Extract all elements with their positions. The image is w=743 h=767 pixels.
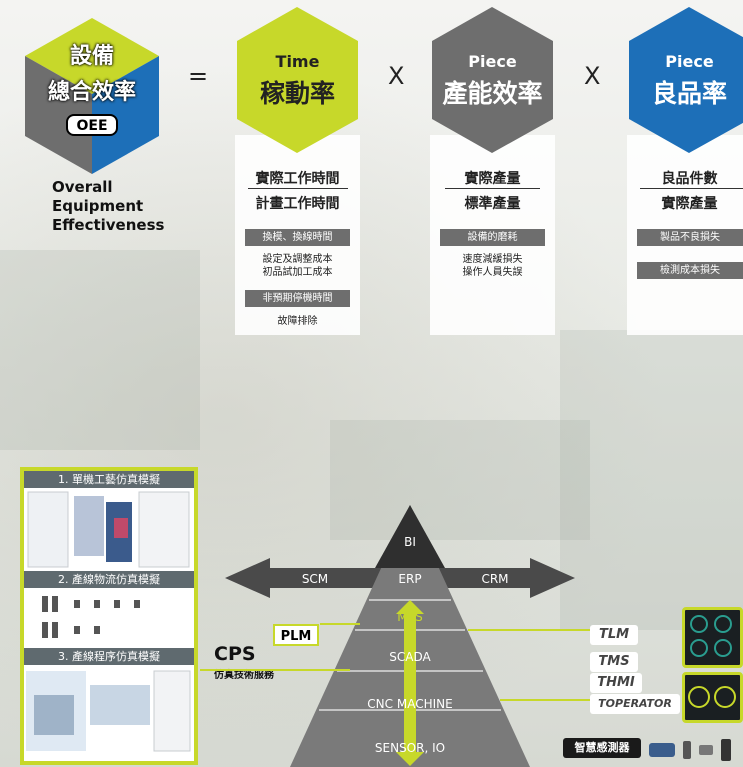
- simulation-screenshot-3: [24, 665, 194, 761]
- cps-title: CPS: [214, 643, 256, 665]
- oee-hexagon-shape: [25, 18, 159, 174]
- factor-quality-zh: 良品率: [651, 79, 727, 108]
- factor-time-note-2: 初品試加工成本: [262, 267, 333, 278]
- factor-capacity-numerator: 實際產量: [464, 171, 521, 187]
- factor-capacity-fraction-line: [445, 188, 540, 189]
- tlm-dashboard-gauges: [690, 615, 732, 657]
- factor-quality-hexagon: [629, 7, 743, 153]
- pyramid-graphic: [200, 505, 600, 767]
- oee-english-line1: Overall: [52, 178, 113, 196]
- simulation-header-1: 1. 單機工藝仿真模擬: [24, 471, 194, 488]
- simulation-header-2: 2. 產線物流仿真模擬: [24, 571, 194, 588]
- simulation-header-3: 3. 產線程序仿真模擬: [24, 648, 194, 665]
- times-sign-1: X: [388, 62, 405, 90]
- factor-quality-fraction-line: [640, 188, 743, 189]
- simulation-panel: 1. 單機工藝仿真模擬 2. 產線物流仿真模擬 3. 產線程序仿真模擬: [20, 467, 198, 765]
- simulation-screenshot-2: [24, 588, 194, 648]
- factor-capacity-denominator: 標準產量: [464, 196, 521, 212]
- factor-time-denominator: 計畫工作時間: [255, 196, 340, 212]
- product-tlm: TLM: [590, 625, 638, 645]
- factor-quality-en: Piece: [665, 52, 714, 71]
- pyramid-level-erp: ERP: [398, 572, 422, 586]
- oee-abbr-badge: OEE: [66, 114, 118, 136]
- factor-quality-tag-2: 檢測成本損失: [637, 262, 743, 279]
- cps-subtitle: 仿真技術服務: [214, 670, 274, 681]
- product-tms: TMS: [590, 652, 638, 672]
- product-thmi: THMI: [590, 673, 642, 693]
- tms-hmi-gauges: [688, 686, 736, 708]
- simulation-screenshot-1: [24, 488, 194, 571]
- factor-capacity-hexagon: [432, 7, 553, 153]
- factor-capacity-note-2: 操作人員失誤: [462, 267, 523, 278]
- oee-hexagon: 設備 總合效率 OEE: [22, 16, 162, 176]
- pyramid-level-scada: SCADA: [389, 650, 431, 664]
- pyramid-level-cnc: CNC MACHINE: [367, 697, 453, 711]
- factor-time-note-3: 故障排除: [277, 316, 318, 327]
- oee-english-line2: Equipment: [52, 197, 144, 215]
- factor-time-fraction-line: [248, 188, 348, 189]
- tms-hmi-monitor: [682, 672, 743, 723]
- factor-quality-denominator: 實際產量: [661, 196, 718, 212]
- arrow-label-crm: CRM: [481, 572, 509, 586]
- factor-time-hexagon: [237, 7, 358, 153]
- oee-english-line3: Effectiveness: [52, 216, 165, 234]
- factor-time-numerator: 實際工作時間: [255, 171, 340, 187]
- pyramid-level-sensor: SENSOR, IO: [374, 741, 446, 755]
- equals-sign: =: [188, 62, 209, 90]
- factor-capacity-en: Piece: [468, 52, 517, 71]
- factor-time-zh: 稼動率: [259, 79, 335, 108]
- times-sign-2: X: [584, 62, 601, 90]
- factor-capacity-tag-1: 設備的磨耗: [440, 229, 545, 246]
- arrow-label-scm: SCM: [301, 572, 329, 586]
- factor-quality-numerator: 良品件數: [661, 171, 718, 187]
- oee-title-line1: 設備: [69, 44, 114, 69]
- tlm-dashboard-monitor: [682, 607, 743, 668]
- factor-capacity-note-1: 速度減緩損失: [462, 254, 523, 265]
- pyramid-level-bi: BI: [404, 535, 416, 549]
- oee-title-line2: 總合效率: [47, 80, 136, 105]
- factor-time-tag-2: 非預期停機時間: [245, 290, 350, 307]
- product-toperator: TOPERATOR: [590, 694, 680, 714]
- factor-quality-tag-1: 製品不良損失: [637, 229, 743, 246]
- factor-time-en: Time: [275, 52, 320, 71]
- factor-time-note-1: 設定及調整成本: [262, 254, 333, 265]
- pyramid-level-mes: MES: [397, 610, 423, 624]
- factor-capacity-zh: 產能效率: [442, 79, 543, 108]
- product-smart-sensor: 智慧感測器: [563, 738, 641, 758]
- plm-box: PLM: [273, 624, 319, 646]
- sensor-devices-icon: [649, 739, 731, 761]
- factor-time-tag-1: 換模、換線時間: [245, 229, 350, 246]
